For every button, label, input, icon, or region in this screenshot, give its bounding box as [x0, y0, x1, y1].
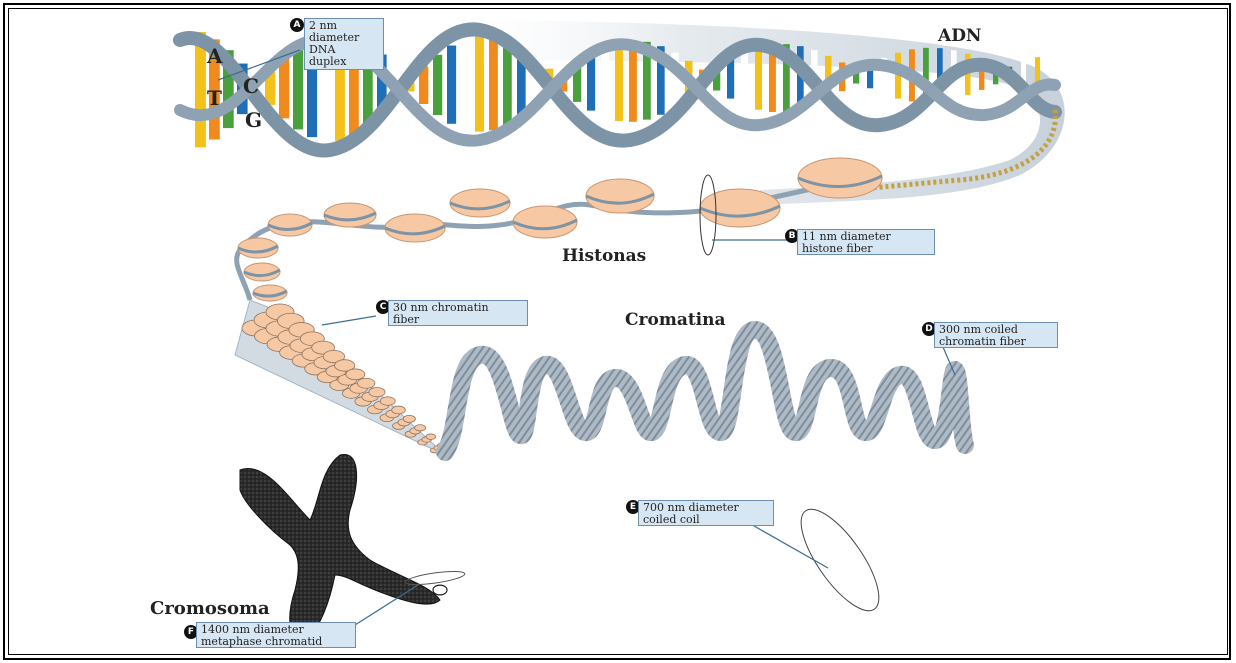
- base-pair-bar: [433, 55, 442, 115]
- nucleosome: [450, 189, 510, 217]
- chromatin-30nm-fiber: [242, 304, 446, 453]
- base-pair-bar: [503, 42, 512, 126]
- callout-e: 700 nm diameter coiled coil: [638, 500, 774, 526]
- fiber-nucleosome: [415, 425, 426, 431]
- base-pair-bar: [279, 58, 289, 119]
- title-histonas: Histonas: [562, 246, 646, 266]
- base-pair-bar: [727, 60, 734, 99]
- base-pair-bar: [447, 46, 456, 124]
- coiled-coil: [433, 585, 447, 595]
- base-pair-bar: [615, 42, 623, 121]
- base-pair-bar: [475, 37, 484, 132]
- base-letter-g: G: [245, 108, 262, 132]
- nucleosome: [700, 189, 780, 227]
- chromosome: [240, 454, 440, 640]
- base-letter-c: C: [243, 74, 259, 98]
- nucleosome: [385, 214, 445, 242]
- title-cromatina: Cromatina: [625, 310, 726, 330]
- callout-a: 2 nm diameter DNA duplex: [304, 18, 384, 70]
- coiled-coil-marker: [788, 498, 893, 622]
- chromatid-marker: [405, 569, 466, 587]
- nucleosome: [513, 206, 577, 238]
- callout-c: 30 nm chromatin fiber: [388, 300, 528, 326]
- base-letter-a: A: [207, 44, 223, 68]
- coil-loops: [433, 585, 447, 595]
- leader-c: [322, 316, 376, 325]
- title-adn: ADN: [938, 26, 981, 46]
- base-letter-t: T: [207, 86, 222, 110]
- base-pair-bar: [755, 47, 762, 109]
- base-pair-bar: [489, 37, 498, 130]
- base-pair-bar: [741, 52, 748, 105]
- base-pair-bar: [601, 46, 609, 117]
- nucleosomes: [238, 158, 882, 301]
- nucleosome: [586, 179, 654, 213]
- base-pair-bar: [461, 39, 470, 129]
- base-pair-bar: [293, 46, 303, 129]
- fiber-nucleosome: [357, 378, 375, 388]
- fiber-nucleosome: [380, 397, 395, 406]
- fiber-nucleosome: [392, 406, 406, 414]
- fiber-nucleosome: [369, 388, 385, 397]
- fiber-nucleosome: [403, 415, 415, 422]
- badge-a: A: [290, 18, 304, 32]
- callout-d: 300 nm coiled chromatin fiber: [934, 322, 1058, 348]
- base-pair-bar: [629, 40, 637, 122]
- fiber-nucleosome: [426, 434, 436, 440]
- callout-f: 1400 nm diameter metaphase chromatid: [196, 622, 356, 648]
- callout-b: 11 nm diameter histone fiber: [797, 229, 935, 255]
- title-cromosoma: Cromosoma: [150, 598, 270, 619]
- fiber-nucleosome: [346, 369, 365, 380]
- chromatin-300nm-loops: [445, 330, 965, 452]
- nucleosome: [798, 158, 882, 198]
